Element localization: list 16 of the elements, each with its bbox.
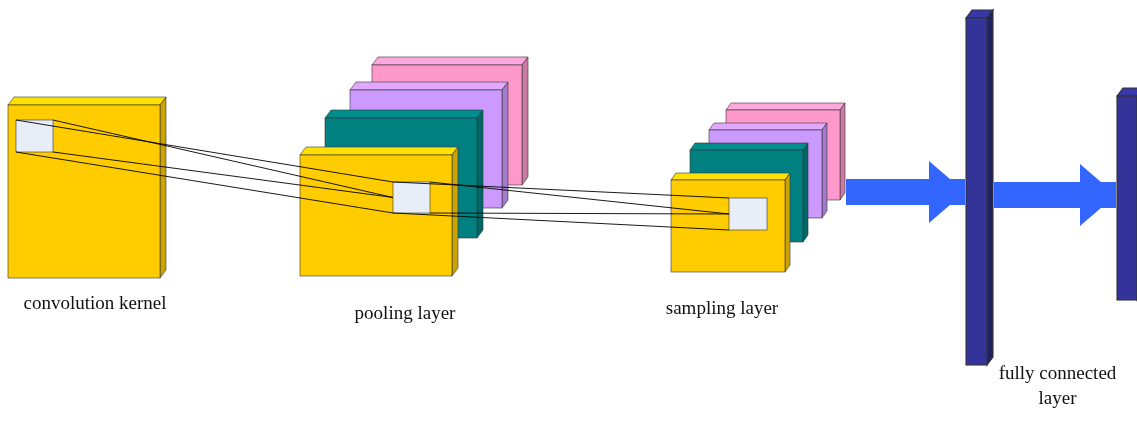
feature-map-stack-drawing <box>670 102 846 273</box>
layer-caption: fully connected layer <box>997 361 1118 410</box>
receptive-field-patch <box>392 181 431 214</box>
block-arrow <box>846 161 965 223</box>
layer-caption: pooling layer <box>353 301 457 325</box>
fully-connected-bar <box>964 8 995 367</box>
fully-connected-bar <box>1115 86 1137 302</box>
layer-caption: sampling layer <box>664 296 780 320</box>
block-arrow <box>994 164 1116 226</box>
kernel-block-drawing <box>7 96 167 279</box>
receptive-field-patch <box>728 197 768 231</box>
feature-map-stack-drawing <box>299 56 529 277</box>
receptive-field-patch <box>15 119 54 153</box>
layer-caption: convolution kernel <box>22 291 168 315</box>
projection-lines <box>15 119 394 214</box>
projection-lines <box>392 181 730 231</box>
